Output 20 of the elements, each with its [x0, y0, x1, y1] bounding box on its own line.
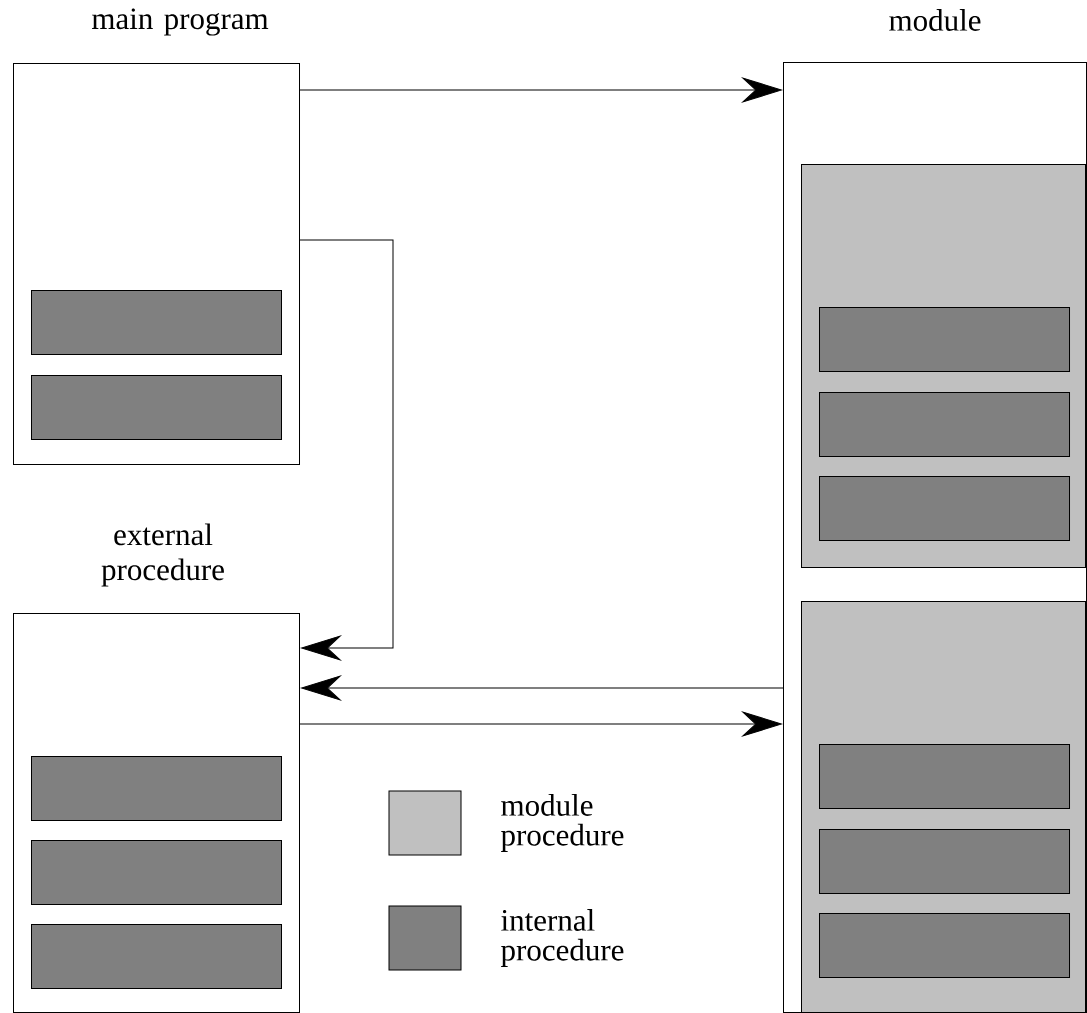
internal-procedure-box — [31, 840, 282, 905]
internal-procedure-box — [819, 913, 1070, 978]
internal-procedure-box — [31, 924, 282, 989]
arrow — [299, 77, 782, 103]
node-label: external procedure — [101, 523, 224, 587]
node-label: module — [889, 9, 981, 31]
node-label: main program — [91, 8, 269, 36]
internal-procedure-box — [31, 756, 282, 821]
internal-procedure-box — [819, 307, 1070, 372]
internal-procedure-box — [819, 744, 1070, 809]
internal-procedure-box — [31, 375, 282, 440]
internal-procedure-box — [819, 476, 1070, 541]
arrow — [299, 711, 782, 737]
arrow — [301, 675, 784, 701]
internal-procedure-box — [819, 392, 1070, 457]
arrow — [299, 239, 394, 661]
internal-procedure-box — [819, 829, 1070, 894]
legend-label: module procedure — [501, 794, 624, 852]
legend-label: internal procedure — [501, 909, 624, 967]
internal-procedure-box — [31, 290, 282, 355]
